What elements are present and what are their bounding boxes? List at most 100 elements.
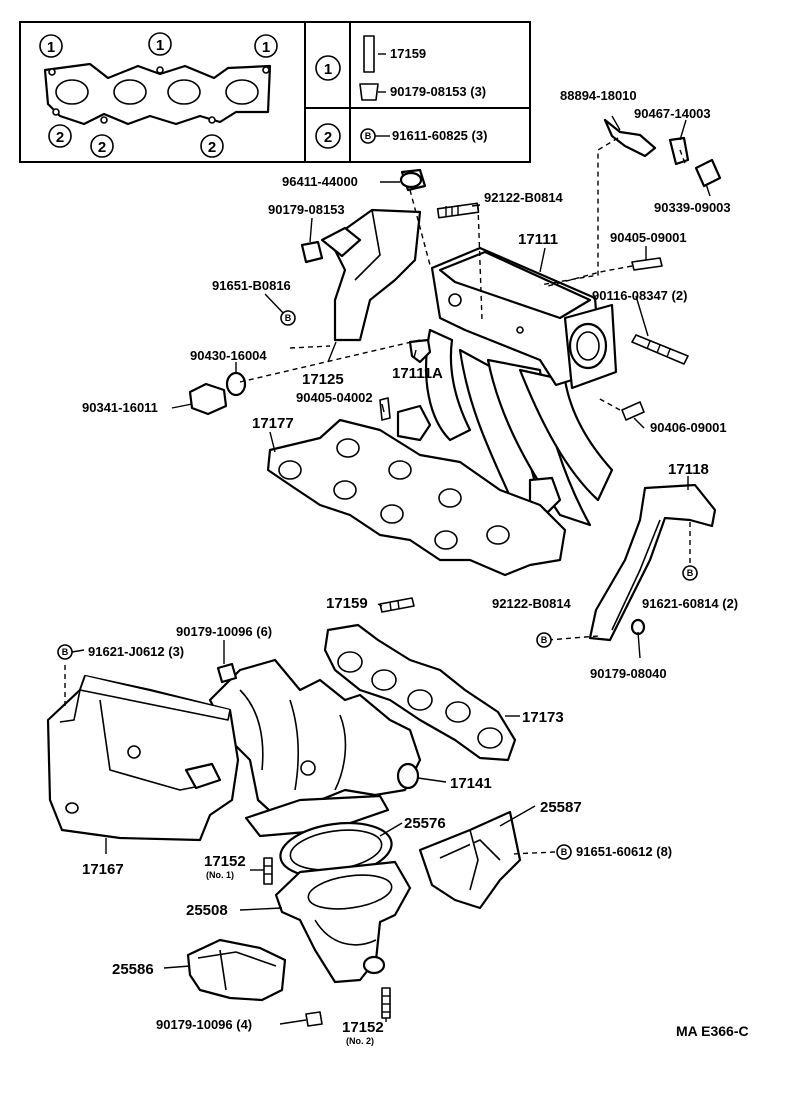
svg-text:B: B (561, 847, 568, 857)
nut-90179-08153 (300, 240, 324, 264)
nut-icon (359, 83, 379, 101)
label-92122-B0814-mid: 92122-B0814 (492, 596, 572, 611)
label-90405-09001: 90405-09001 (610, 230, 687, 245)
label-17125: 17125 (302, 371, 344, 388)
legend-part-90179-08153: 90179-08153 (3) (390, 84, 486, 99)
nut-90179-10096-4 (305, 1011, 323, 1027)
label-90341-16011: 90341-16011 (82, 400, 158, 415)
manifold-stay-17125 (320, 208, 422, 342)
label-17177: 17177 (252, 415, 294, 432)
label-91651-B0816: 91651-B0816 (212, 278, 291, 293)
legend-marker-1b: 1 (148, 32, 172, 56)
label-25586: 25586 (112, 961, 154, 978)
label-90405-04002: 90405-04002 (296, 390, 373, 405)
bolt-symbol-91621-J0612: B (57, 644, 73, 660)
label-90179-10096-6: 90179-10096 (6) (176, 624, 272, 639)
svg-text:1: 1 (47, 39, 55, 56)
label-96411-44000: 96411-44000 (282, 174, 358, 189)
label-25508: 25508 (186, 902, 228, 919)
heat-insulator-17167 (46, 674, 240, 842)
legend-marker-2b: 2 (90, 134, 114, 158)
fitting-88894-18010 (603, 118, 657, 158)
label-17152-no2: 17152 (342, 1019, 384, 1036)
leader-lines (71, 115, 711, 1025)
stud-90116-08347 (631, 334, 689, 365)
label-91621-60814: 91621-60814 (2) (642, 596, 738, 611)
svg-text:B: B (365, 131, 372, 141)
label-90179-10096-4: 90179-10096 (4) (156, 1017, 252, 1032)
stud-17152-no1 (263, 857, 273, 885)
svg-text:2: 2 (324, 129, 332, 146)
label-17167: 17167 (82, 861, 124, 878)
exhaust-gasket-17173 (323, 623, 517, 762)
label-91621-J0612: 91621-J0612 (3) (88, 644, 184, 659)
stud-17159 (379, 597, 415, 613)
plug-90405-09001 (631, 257, 663, 271)
label-25576: 25576 (404, 815, 446, 832)
svg-text:1: 1 (324, 61, 332, 78)
washer-90430-16004 (225, 371, 247, 397)
legend-row-1: 1 17159 90179-08153 (3) (315, 35, 486, 101)
legend-frame (19, 21, 531, 163)
bolt-symbol-92122-B0814: B (536, 632, 552, 648)
label-90116-08347: 90116-08347 (2) (592, 288, 687, 303)
legend-part-91611-60825: 91611-60825 (3) (392, 128, 487, 143)
legend-marker-1c: 1 (254, 34, 278, 58)
label-17152-no1-sub: (No. 1) (206, 870, 234, 880)
converter-flange-25508 (274, 860, 412, 984)
svg-text:B: B (541, 635, 548, 645)
svg-text:B: B (285, 313, 292, 323)
label-17152-no2-sub: (No. 2) (346, 1036, 374, 1046)
legend-part-17159: 17159 (390, 46, 426, 61)
svg-text:2: 2 (208, 139, 216, 156)
exhaust-manifold-17141 (208, 658, 422, 838)
nut-90179-08040 (630, 618, 646, 636)
svg-text:1: 1 (262, 39, 270, 56)
intake-gasket-17177 (266, 418, 567, 577)
label-90430-16004: 90430-16004 (190, 348, 267, 363)
label-17111: 17111 (518, 231, 558, 248)
gasket-25576 (279, 821, 393, 879)
label-90406-09001: 90406-09001 (650, 420, 727, 435)
label-25587: 25587 (540, 799, 582, 816)
plug-90406-09001 (621, 401, 645, 421)
label-17152-no1: 17152 (204, 853, 246, 870)
heat-insulator-25586 (186, 938, 287, 1002)
legend-box: 1 1 1 2 2 2 1 17159 (19, 21, 531, 163)
figure-code: MA E366-C (676, 1023, 749, 1039)
label-91651-60612: 91651-60612 (8) (576, 844, 672, 859)
intake-manifold-17111 (396, 246, 618, 550)
svg-text:2: 2 (56, 129, 64, 146)
label-17173: 17173 (522, 709, 564, 726)
stud-17152-no2 (381, 987, 391, 1019)
manifold-stay-17118 (588, 483, 717, 642)
nut-90179-10096-6 (216, 662, 238, 684)
label-17141: 17141 (450, 775, 492, 792)
label-17159: 17159 (326, 595, 368, 612)
small-parts-lower (216, 597, 415, 1027)
part-labels: 88894-18010 90467-14003 90339-09003 9641… (82, 88, 738, 1046)
svg-text:2: 2 (98, 139, 106, 156)
label-90467-14003: 90467-14003 (634, 106, 711, 121)
legend-marker-2c: 2 (200, 134, 224, 158)
label-92122-B0814-top: 92122-B0814 (484, 190, 564, 205)
label-17111A: 17111A (392, 365, 443, 382)
clip-90467-14003 (668, 136, 690, 166)
legend-marker-1a: 1 (39, 34, 63, 58)
assembly-dashes (64, 137, 691, 855)
plug-90341-16011 (188, 382, 228, 416)
legend-marker-2a: 2 (48, 124, 72, 148)
bolt-symbol-91621-60814: B (682, 565, 698, 581)
label-90179-08153: 90179-08153 (268, 202, 345, 217)
svg-text:B: B (62, 647, 69, 657)
bolt-symbol-91651-60612: B (556, 844, 572, 860)
svg-text:B: B (687, 568, 694, 578)
bolt-symbol-91651-B0816: B (280, 310, 296, 326)
svg-text:1: 1 (156, 37, 164, 54)
label-90339-09003: 90339-09003 (654, 200, 731, 215)
legend-row-2: 2 B 91611-60825 (3) (315, 123, 487, 149)
small-parts-upper (188, 118, 722, 636)
label-90179-08040: 90179-08040 (590, 666, 667, 681)
legend-gasket-drawing (43, 62, 272, 126)
label-88894-18010: 88894-18010 (560, 88, 637, 103)
